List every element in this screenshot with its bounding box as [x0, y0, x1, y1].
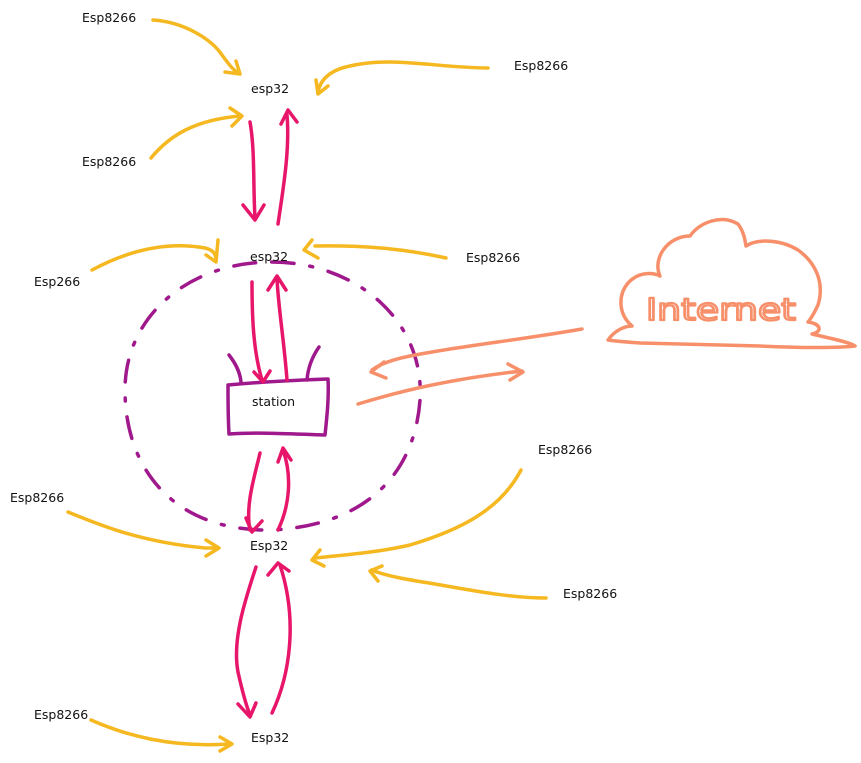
arrow-l6 [66, 510, 220, 550]
link-top-down [248, 120, 257, 220]
node-esp32-mid: esp32 [250, 249, 289, 264]
link-top-up-head [279, 108, 299, 126]
link-mid-up [275, 276, 289, 382]
link-bottom-up-head [266, 561, 291, 577]
node-esp32-low: Esp32 [250, 538, 289, 553]
link-mid-up-head [266, 274, 288, 292]
leaf-esp8266-3: Esp8266 [82, 154, 137, 169]
link-internet-out-head [506, 362, 525, 382]
link-low-up-head [276, 446, 293, 464]
internet-cloud [606, 217, 857, 350]
arrow-l4 [90, 244, 218, 272]
link-internet-out [356, 369, 524, 406]
leaf-esp8266-1: Esp8266 [82, 10, 137, 25]
arrow-l7-head [310, 548, 326, 568]
arrow-l5-head [302, 238, 320, 260]
arrow-l3-head [228, 106, 244, 128]
link-low-up [276, 448, 291, 532]
arrow-l3 [149, 114, 242, 160]
arrow-l5 [313, 244, 448, 260]
link-internet-in-head [369, 360, 388, 380]
arrow-l8 [370, 568, 548, 600]
link-top-up [276, 113, 290, 226]
node-station: station [252, 394, 296, 409]
link-low-down [246, 451, 262, 532]
leaf-esp8266-8: Esp8266 [563, 586, 618, 601]
link-mid-down-head [252, 369, 272, 384]
arrow-l8-head [368, 564, 384, 583]
arrow-l1-head [223, 59, 242, 76]
arrow-l9-head [218, 735, 234, 753]
range-circle [123, 260, 422, 532]
arrow-l7 [313, 468, 523, 560]
link-low-down-head [244, 516, 264, 534]
link-internet-in [370, 327, 584, 372]
leaf-esp8266-2: Esp8266 [514, 58, 569, 73]
link-top-down-head [241, 203, 266, 222]
link-bottom-up [270, 563, 292, 715]
node-esp32-top: esp32 [251, 81, 290, 96]
leaf-esp8266-6: Esp8266 [10, 490, 65, 505]
leaf-esp8266-5: Esp8266 [466, 250, 521, 265]
arrow-l4-head [204, 238, 220, 264]
leaf-esp8266-7: Esp8266 [538, 442, 593, 457]
internet-label: Internet [646, 293, 796, 328]
leaf-esp8266-9: Esp8266 [34, 707, 89, 722]
arrow-l6-head [204, 538, 221, 558]
arrow-l1 [151, 18, 240, 75]
station-antenna-left [227, 353, 243, 384]
link-bottom-down [234, 565, 258, 717]
leaf-esp266-4: Esp266 [34, 274, 81, 289]
arrow-l2 [316, 60, 490, 94]
link-mid-down [250, 280, 264, 382]
arrow-l2-head [314, 78, 330, 96]
station-antenna-right [305, 345, 321, 382]
link-bottom-down-head [236, 701, 258, 719]
station-box [226, 377, 330, 437]
node-esp32-bottom: Esp32 [251, 730, 290, 745]
arrow-l9 [89, 718, 232, 747]
